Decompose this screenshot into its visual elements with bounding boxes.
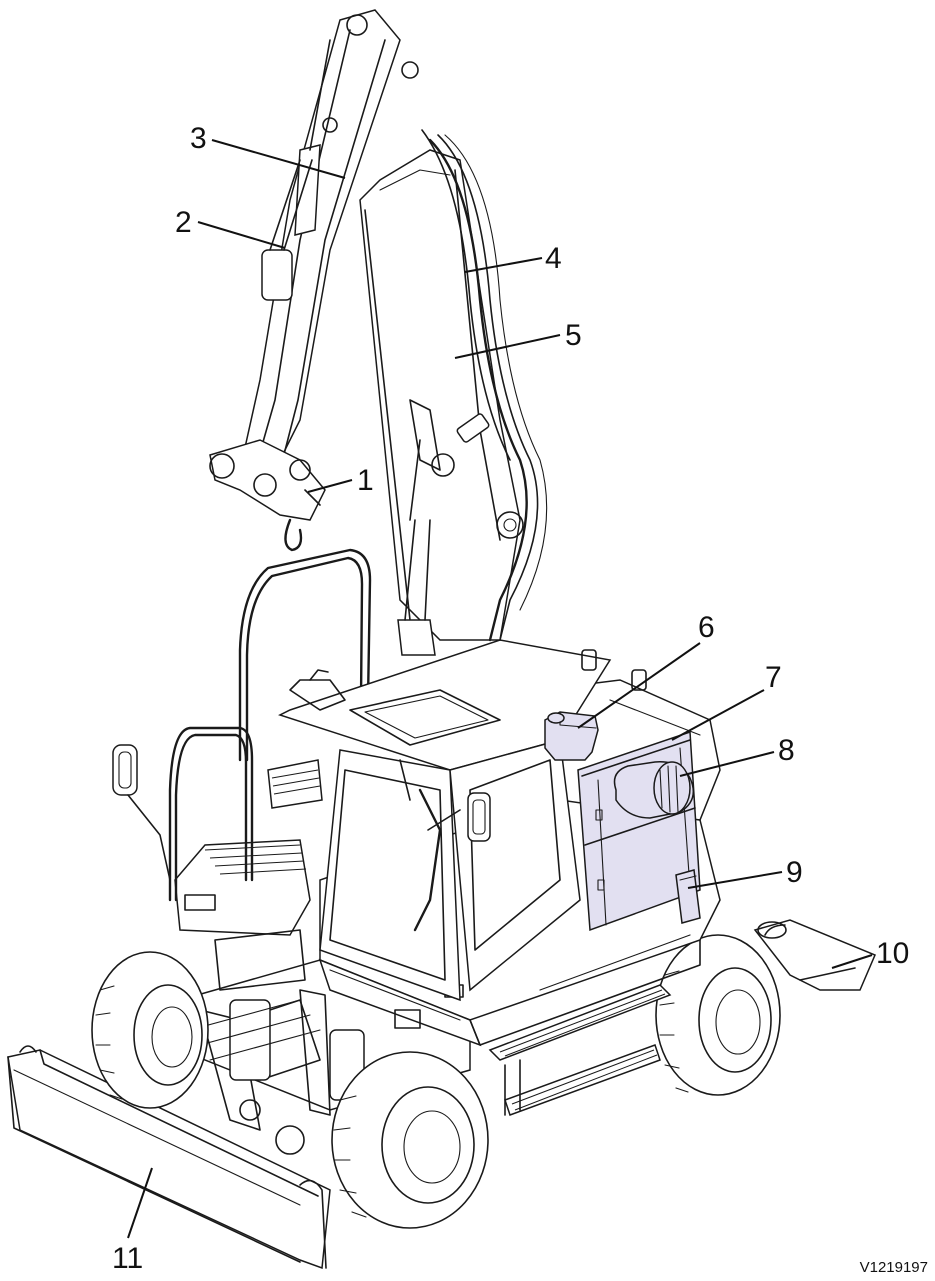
quick-coupler (209, 439, 326, 552)
callout-10: 10 (876, 937, 909, 970)
arm-cylinder (261, 39, 331, 301)
leader-lines (127, 139, 873, 1239)
hydraulic-hoses (421, 129, 548, 642)
rear-right-wheel (655, 934, 781, 1096)
leader-line-6 (577, 642, 701, 729)
side-mirror (112, 744, 171, 881)
handrails (168, 548, 372, 902)
rear-left-module (174, 759, 323, 991)
boom-cylinder (397, 439, 436, 656)
leader-line-4 (464, 257, 543, 273)
dozer-blade (7, 1045, 331, 1270)
callout-labels: 1 2 3 4 5 6 7 8 9 10 11 (112, 122, 909, 1275)
callout-9: 9 (786, 856, 803, 889)
callout-8: 8 (778, 734, 795, 767)
washer-tank (675, 869, 701, 924)
leader-line-9 (687, 871, 783, 889)
air-filter (613, 761, 695, 819)
side-steps (488, 984, 672, 1116)
callout-11: 11 (112, 1242, 143, 1275)
callout-5: 5 (565, 319, 582, 352)
arm (239, 9, 419, 481)
callout-4: 4 (545, 242, 562, 275)
callout-1: 1 (357, 464, 374, 497)
operator-cab (278, 639, 612, 1002)
leader-line-8 (679, 751, 775, 777)
callout-3: 3 (190, 122, 207, 155)
callout-2: 2 (175, 206, 192, 239)
leader-line-5 (454, 334, 561, 359)
callout-6: 6 (698, 611, 715, 644)
front-right-wheel (331, 1051, 489, 1229)
leader-line-7 (671, 689, 765, 741)
leader-line-1 (307, 479, 353, 493)
leader-line-3 (211, 139, 346, 179)
callout-7: 7 (765, 661, 782, 694)
reference-code: V1219197 (860, 1259, 928, 1276)
leader-line-2 (197, 221, 286, 249)
rear-attachment (753, 919, 876, 991)
front-left-wheel (91, 951, 209, 1109)
leader-line-10 (831, 954, 873, 969)
leader-line-11 (127, 1167, 153, 1239)
boom (359, 149, 524, 641)
